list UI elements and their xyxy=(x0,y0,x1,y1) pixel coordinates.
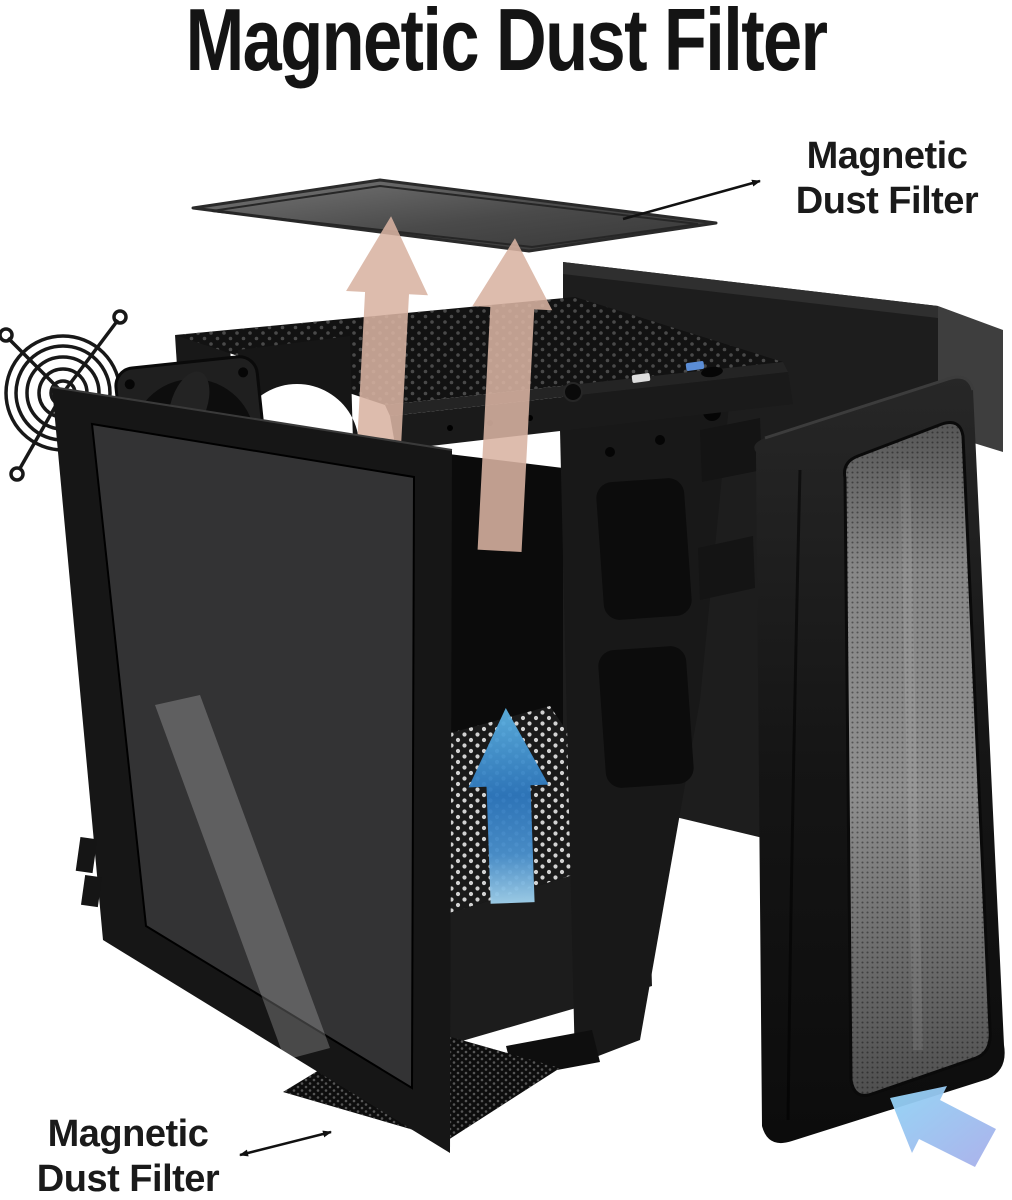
glass-reflection xyxy=(155,695,330,1060)
usb2-port xyxy=(631,373,651,383)
tempered-glass-side-panel xyxy=(51,386,453,1153)
glass-frame xyxy=(52,387,452,1153)
label-top-dust-filter: Magnetic Dust Filter xyxy=(776,134,998,224)
label-bottom-dust-filter: Magnetic Dust Filter xyxy=(17,1112,239,1200)
label-line: Dust Filter xyxy=(36,1158,220,1200)
glass-pane xyxy=(90,422,416,1090)
top-dust-filter-panel xyxy=(191,178,718,253)
page-title: Magnetic Dust Filter xyxy=(185,0,828,89)
panel-hinge-tab xyxy=(75,837,98,874)
front-mesh-panel xyxy=(754,375,1005,1144)
up-arrow-icon xyxy=(468,708,549,904)
usb3-port xyxy=(685,361,705,371)
panel-hinge-tab xyxy=(80,875,103,908)
annotation-arrow-bottom xyxy=(239,1130,332,1157)
label-line: Magnetic xyxy=(47,1113,209,1155)
label-line: Dust Filter xyxy=(795,180,979,222)
annotation-arrow-top xyxy=(622,179,761,221)
front-fan-bracket xyxy=(560,395,762,1065)
label-line: Magnetic xyxy=(806,135,968,177)
up-arrow-icon xyxy=(472,238,553,552)
intake-arrow-icon xyxy=(890,1086,996,1167)
power-button xyxy=(563,382,583,402)
